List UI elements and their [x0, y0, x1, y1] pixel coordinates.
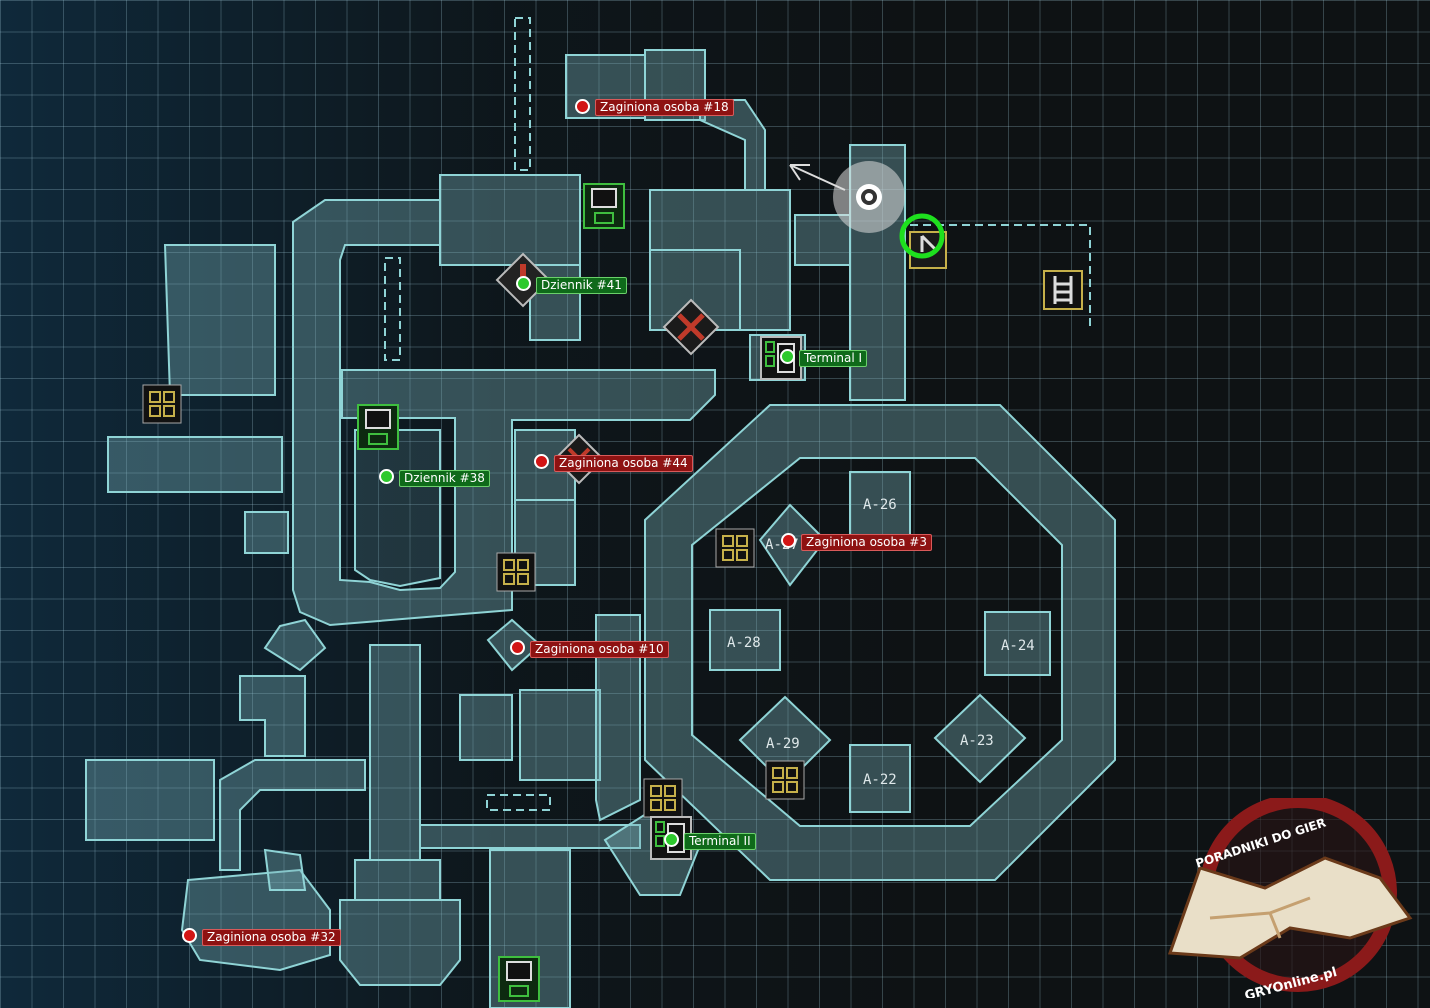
locker-icon: [715, 528, 755, 568]
watermark-logo: PORADNIKI DO GIER GRYOnline.pl: [1167, 798, 1413, 998]
missing-person-marker-icon[interactable]: [781, 533, 796, 548]
room-a24: [984, 611, 1051, 676]
missing-person-marker-icon[interactable]: [510, 640, 525, 655]
room-label-a24: A-24: [1001, 638, 1035, 654]
corridor-bottom: [419, 824, 641, 849]
corridor-bottom-left: [219, 759, 366, 871]
save-station-icon: [583, 183, 625, 229]
room-left-tank: [163, 244, 276, 396]
locker-icon: [643, 778, 683, 818]
room-a22: [849, 744, 911, 813]
corridor-dashed-right: [910, 224, 1091, 330]
marker-label-zaginiona-44[interactable]: Zaginiona osoba #44: [554, 455, 693, 472]
room-left-block: [239, 675, 306, 757]
room-left-small: [244, 511, 289, 554]
room-door-lock: [649, 249, 741, 331]
room-label-a29: A-29: [766, 736, 800, 752]
missing-person-marker-icon[interactable]: [575, 99, 590, 114]
marker-label-terminal-1[interactable]: Terminal I: [799, 350, 868, 367]
corridor-dashed-left: [384, 257, 401, 361]
room-cross-bottom: [339, 899, 461, 986]
room-bottom-left: [85, 759, 215, 841]
room-dashed-bottom: [486, 794, 551, 811]
missing-person-marker-icon[interactable]: [534, 454, 549, 469]
marker-label-dziennik-41[interactable]: Dziennik #41: [536, 277, 627, 294]
collectible-marker-icon[interactable]: [780, 349, 795, 364]
corridor-right-mid: [595, 614, 641, 822]
locker-icon: [496, 552, 536, 592]
save-station-icon: [498, 956, 540, 1002]
room-a28: [709, 609, 781, 671]
corridor-vertical-mid: [369, 644, 421, 861]
player-position-icon: [833, 161, 905, 233]
room-octagon-ring: [644, 404, 1116, 881]
marker-label-zaginiona-10[interactable]: Zaginiona osoba #10: [530, 641, 669, 658]
room-left-diamond: [263, 618, 327, 672]
room-label-a22: A-22: [863, 772, 897, 788]
locker-icon: [142, 384, 182, 424]
save-station-icon: [357, 404, 399, 450]
room-mid-a: [459, 694, 513, 761]
locker-icon: [765, 760, 805, 800]
collectible-marker-icon[interactable]: [664, 832, 679, 847]
room-dziennik-38: [354, 429, 441, 588]
room-label-a26: A-26: [863, 497, 897, 513]
room-mid-b: [519, 689, 601, 781]
door-lock-icon: [662, 298, 720, 356]
room-label-a23: A-23: [960, 733, 994, 749]
marker-label-zaginiona-32[interactable]: Zaginiona osoba #32: [202, 929, 341, 946]
room-label-a28: A-28: [727, 635, 761, 651]
marker-label-dziennik-38[interactable]: Dziennik #38: [399, 470, 490, 487]
marker-label-terminal-2[interactable]: Terminal II: [684, 833, 756, 850]
collectible-marker-icon[interactable]: [379, 469, 394, 484]
ladder-icon: [1043, 270, 1083, 310]
marker-label-zaginiona-3[interactable]: Zaginiona osoba #3: [801, 534, 932, 551]
missing-person-marker-icon[interactable]: [182, 928, 197, 943]
room-left-corridor: [107, 436, 283, 493]
marker-label-zaginiona-18[interactable]: Zaginiona osoba #18: [595, 99, 734, 116]
room-a23: [933, 693, 1027, 784]
room-round: [263, 848, 307, 891]
room-central-loop: [292, 199, 716, 627]
collectible-marker-icon[interactable]: [516, 276, 531, 291]
objective-ring-icon: [899, 213, 947, 269]
